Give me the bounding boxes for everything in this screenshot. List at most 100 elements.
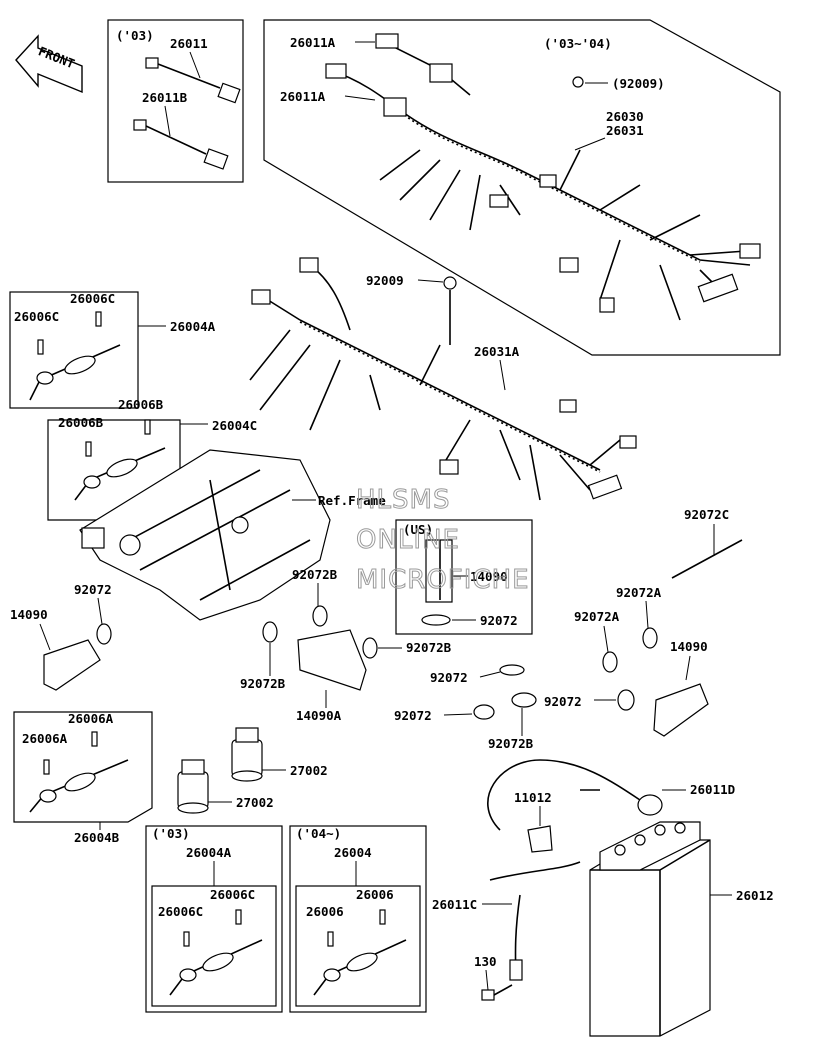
box-26004B bbox=[13, 711, 153, 823]
label-26012: 26012 bbox=[736, 888, 774, 903]
clamp-92072A-right bbox=[642, 627, 658, 649]
label-26006B-left: 26006B bbox=[58, 415, 104, 430]
box-26004A bbox=[9, 291, 139, 409]
clamp-92072-m1 bbox=[499, 664, 525, 676]
fuse-holder-26004B bbox=[29, 731, 129, 813]
harness-26011B bbox=[133, 105, 229, 170]
relay-27002-left bbox=[177, 759, 209, 814]
clamp-92072A-left bbox=[602, 651, 618, 673]
sleeve-14090A bbox=[297, 629, 367, 691]
battery-26012 bbox=[589, 821, 711, 1037]
label-14090A: 14090A bbox=[296, 708, 342, 723]
battery-lead-26011D bbox=[487, 759, 663, 831]
harness-26011 bbox=[145, 51, 241, 104]
bolt-130 bbox=[481, 984, 513, 1001]
battery-lead-26011C bbox=[489, 861, 581, 981]
label-26006A-left: 26006A bbox=[22, 731, 68, 746]
group-label-03-bottom: ('03) bbox=[152, 826, 190, 841]
clamp-92072-m2 bbox=[473, 704, 495, 720]
label-26004A-bottom: 26004A bbox=[186, 845, 232, 860]
label-26011A-2: 26011A bbox=[280, 89, 326, 104]
label-92072C: 92072C bbox=[684, 507, 729, 522]
clamp-92072-m3 bbox=[617, 689, 635, 711]
label-11012: 11012 bbox=[514, 790, 552, 805]
label-26004B: 26004B bbox=[74, 830, 120, 845]
label-130: 130 bbox=[474, 954, 497, 969]
label-26006C-bottom-l: 26006C bbox=[158, 904, 203, 919]
label-26006-left: 26006 bbox=[306, 904, 344, 919]
fuse-holder-26004 bbox=[313, 909, 407, 996]
label-26006A-right: 26006A bbox=[68, 711, 114, 726]
relay-27002-right bbox=[231, 727, 263, 782]
label-92072B-top: 92072B bbox=[292, 567, 338, 582]
label-92009: 92009 bbox=[366, 273, 404, 288]
harness-26030 bbox=[325, 33, 761, 321]
label-14090-left: 14090 bbox=[10, 607, 48, 622]
group-label-us: (US) bbox=[403, 522, 433, 537]
label-26006C-right: 26006C bbox=[70, 291, 115, 306]
label-26030: 26030 bbox=[606, 109, 644, 124]
label-26011D: 26011D bbox=[690, 782, 735, 797]
watermark-line-1: HLSMS bbox=[356, 485, 450, 515]
label-92072-m1: 92072 bbox=[430, 670, 468, 685]
box-26004-inner bbox=[295, 885, 421, 1007]
box-03-bottom bbox=[145, 825, 283, 1013]
sleeve-14090-left bbox=[43, 639, 101, 691]
label-26004A: 26004A bbox=[170, 319, 216, 334]
label-26031A: 26031A bbox=[474, 344, 520, 359]
fuse-holder-26004A bbox=[29, 311, 121, 401]
cap-11012 bbox=[527, 825, 553, 853]
label-27002-left: 27002 bbox=[236, 795, 274, 810]
clamp-92072B-top bbox=[312, 605, 328, 627]
label-92072-left: 92072 bbox=[74, 582, 112, 597]
label-92009-paren: (92009) bbox=[612, 76, 665, 91]
label-26004: 26004 bbox=[334, 845, 372, 860]
label-26011A-1: 26011A bbox=[290, 35, 336, 50]
fuse-holder-26004C bbox=[74, 419, 166, 501]
label-92072B-bottom: 92072B bbox=[488, 736, 534, 751]
harness-26031A bbox=[249, 257, 637, 501]
label-92072-m3: 92072 bbox=[544, 694, 582, 709]
label-92072-m2: 92072 bbox=[394, 708, 432, 723]
fuse-holder-26004A-bottom bbox=[169, 909, 263, 996]
label-92072-us: 92072 bbox=[480, 613, 518, 628]
label-26004C: 26004C bbox=[212, 418, 257, 433]
group-label-03-04: ('03~'04) bbox=[544, 36, 612, 51]
label-27002-right: 27002 bbox=[290, 763, 328, 778]
watermark: HLSMS ONLINE MICROFICHE bbox=[356, 485, 530, 596]
label-26006B-right: 26006B bbox=[118, 397, 164, 412]
clamp-92072-us bbox=[421, 614, 451, 626]
watermark-line-3: MICROFICHE bbox=[356, 565, 530, 595]
clamp-92072B-bottom bbox=[511, 692, 537, 708]
group-label-03-top: ('03) bbox=[116, 28, 154, 43]
label-14090-right: 14090 bbox=[670, 639, 708, 654]
label-26031: 26031 bbox=[606, 123, 644, 138]
frame-reference bbox=[79, 449, 331, 621]
sleeve-14090-us bbox=[425, 539, 453, 603]
cable-tie-92072C bbox=[671, 539, 743, 579]
box-04-bottom bbox=[289, 825, 427, 1013]
label-26011C: 26011C bbox=[432, 897, 477, 912]
label-92072B-left: 92072B bbox=[240, 676, 286, 691]
box-03-top bbox=[107, 19, 244, 183]
box-03-04 bbox=[263, 19, 781, 356]
label-92072A-left: 92072A bbox=[574, 609, 620, 624]
box-26004A-inner bbox=[151, 885, 277, 1007]
label-14090-us: 14090 bbox=[470, 569, 508, 584]
label-26006-right: 26006 bbox=[356, 887, 394, 902]
label-92072B-right: 92072B bbox=[406, 640, 452, 655]
label-26011: 26011 bbox=[170, 36, 208, 51]
clamp-92072B-right bbox=[362, 637, 378, 659]
clamp-92072B-left bbox=[262, 621, 278, 643]
label-26006C-left: 26006C bbox=[14, 309, 59, 324]
label-26006C-bottom-r: 26006C bbox=[210, 887, 255, 902]
label-92072A-right: 92072A bbox=[616, 585, 662, 600]
label-ref-frame: Ref.Frame bbox=[318, 493, 386, 508]
clamp-92072-left bbox=[96, 623, 112, 645]
label-26011B: 26011B bbox=[142, 90, 188, 105]
box-us bbox=[395, 519, 533, 635]
front-arrow-icon: FRONT bbox=[15, 34, 83, 94]
watermark-line-2: ONLINE bbox=[356, 525, 460, 555]
group-label-04: ('04~) bbox=[296, 826, 341, 841]
